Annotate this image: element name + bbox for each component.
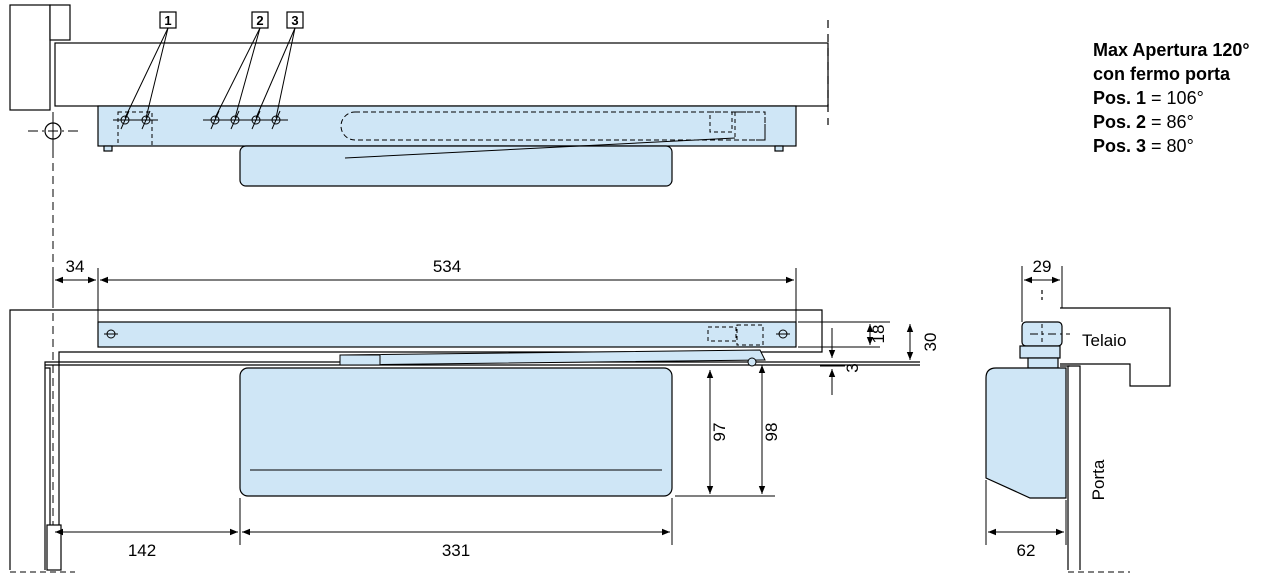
dim-34: 34 <box>66 257 85 276</box>
callout-2-label: 2 <box>256 13 263 28</box>
door-profile <box>1067 365 1081 570</box>
dim-30: 30 <box>921 333 940 352</box>
label-frame: Telaio <box>1082 331 1126 350</box>
closer-body-top <box>239 145 673 187</box>
front-dimensions <box>52 268 918 545</box>
callout-2: 2 <box>251 11 269 29</box>
dim-98: 98 <box>762 423 781 442</box>
dim-3: 3 <box>843 363 862 372</box>
mounting-plate-front <box>97 321 797 348</box>
dim-142: 142 <box>128 541 156 560</box>
notes-pos-1: Pos. 1 = 106° <box>1093 88 1204 108</box>
door-leaf-top <box>54 42 829 107</box>
front-view <box>9 300 920 573</box>
callout-1: 1 <box>159 11 177 29</box>
dim-29: 29 <box>1033 257 1052 276</box>
notes-title-2: con fermo porta <box>1093 64 1231 84</box>
closer-body-front <box>239 367 673 497</box>
callout-3-label: 3 <box>291 13 298 28</box>
dim-97: 97 <box>710 423 729 442</box>
top-view <box>9 4 829 300</box>
wall-block-cap <box>49 4 71 41</box>
closer-body-side <box>985 367 1067 499</box>
dim-62: 62 <box>1017 541 1036 560</box>
callout-leaders <box>124 27 296 119</box>
opening-notes: Max Apertura 120° con fermo porta Pos. 1… <box>1093 38 1281 158</box>
wall-block <box>9 4 51 111</box>
dim-18: 18 <box>869 325 888 344</box>
callout-3: 3 <box>286 11 304 29</box>
notes-title-1: Max Apertura 120° <box>1093 40 1250 60</box>
callout-1-label: 1 <box>164 13 171 28</box>
notes-pos-3: Pos. 3 = 80° <box>1093 136 1194 156</box>
mounting-plate-top <box>97 105 797 147</box>
side-view <box>985 266 1171 573</box>
hinge-block <box>46 524 62 571</box>
dim-331: 331 <box>442 541 470 560</box>
notes-pos-2: Pos. 2 = 86° <box>1093 112 1194 132</box>
label-door: Porta <box>1089 459 1108 500</box>
frame-profile <box>1060 307 1171 387</box>
dim-534: 534 <box>433 257 461 276</box>
screw-holes-top <box>113 110 288 130</box>
